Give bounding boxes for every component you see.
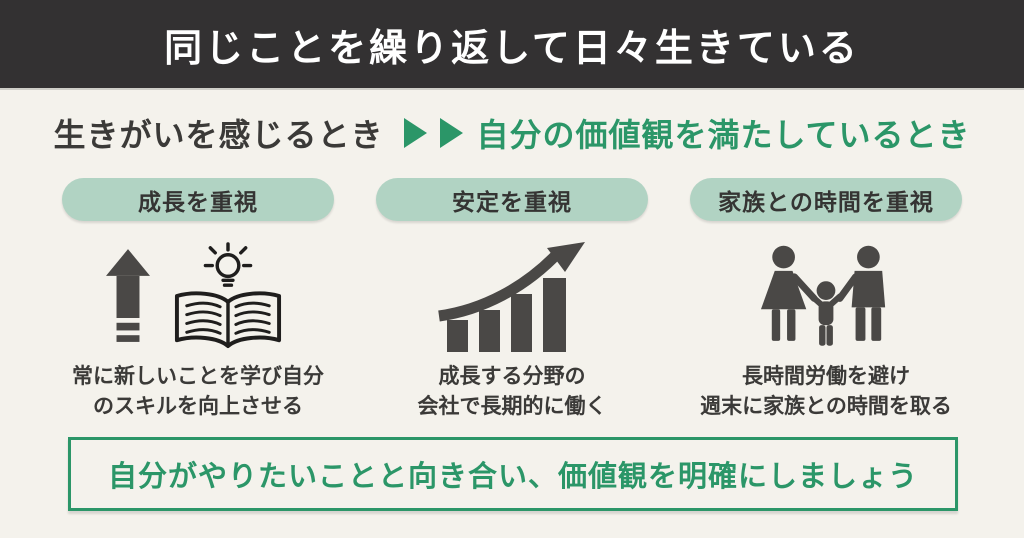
growth-chart-icon <box>438 242 585 352</box>
desc-growth-line2: のスキルを向上させる <box>93 394 303 418</box>
pill-stability: 安定を重視 <box>376 178 648 221</box>
desc-stability-line1: 成長する分野の <box>438 364 586 388</box>
heading-right-text: 自分の価値観を満たしているとき <box>476 116 971 154</box>
arrow-right-icon <box>404 118 428 148</box>
conclusion-box: 自分がやりたいことと向き合い、価値観を明確にしましょう <box>68 437 958 511</box>
desc-stability: 成長する分野の 会社で長期的に働く <box>418 361 607 421</box>
arrow-right-icon <box>440 118 464 148</box>
column-growth: 成長を重視 <box>62 178 334 421</box>
column-stability-icons <box>437 237 587 355</box>
family-icon <box>760 245 886 346</box>
desc-stability-line2: 会社で長期的に働く <box>417 394 607 418</box>
header-banner: 同じことを繰り返して日々生きている <box>0 0 1024 88</box>
conclusion-text: 自分がやりたいことと向き合い、価値観を明確にしましょう <box>107 459 918 493</box>
desc-growth-line1: 常に新しいことを学び自分 <box>72 364 324 388</box>
pill-family: 家族との時間を重視 <box>690 178 962 221</box>
pill-growth: 成長を重視 <box>62 178 334 221</box>
level-up-arrow-icon <box>106 249 150 342</box>
heading-left-text: 生きがいを感じるとき <box>53 116 384 154</box>
banner-title: 同じことを繰り返して日々生きている <box>164 25 860 70</box>
column-stability: 安定を重視 成長する分野の 会社で長期的に働く <box>376 178 648 421</box>
open-book-idea-icon <box>174 242 282 349</box>
desc-family-line1: 長時間労働を避け <box>741 364 910 388</box>
heading-row: 生きがいを感じるとき 自分の価値観を満たしているとき <box>0 110 1024 156</box>
value-columns: 成長を重視 <box>62 178 962 421</box>
column-growth-icons <box>106 237 290 355</box>
column-family-icons <box>757 237 895 355</box>
desc-family-line2: 週末に家族との時間を取る <box>700 394 952 418</box>
desc-growth: 常に新しいことを学び自分 のスキルを向上させる <box>72 361 324 421</box>
desc-family: 長時間労働を避け 週末に家族との時間を取る <box>700 361 952 421</box>
column-family: 家族との時間を重視 <box>690 178 962 421</box>
